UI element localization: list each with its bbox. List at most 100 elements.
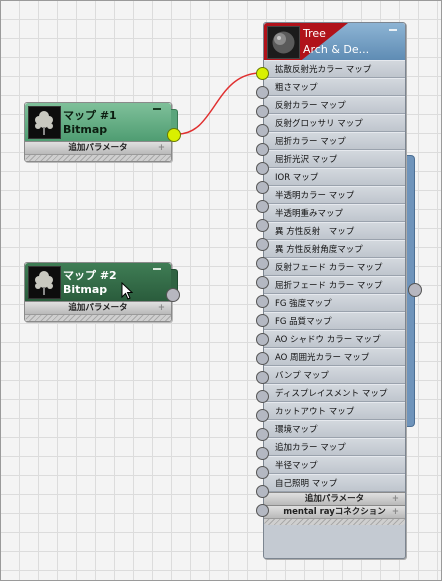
minimize-icon[interactable] [389,29,397,31]
material-slot[interactable]: 追加カラー マップ [264,438,405,456]
material-slot-input-socket[interactable] [256,428,269,441]
mouse-cursor-icon [121,282,133,300]
material-slot-list: 拡散反射光カラー マップ粗さマップ反射カラー マップ反射グロッサリ マップ屈折カ… [264,60,405,492]
params-label: 追加パラメータ [304,494,365,504]
sphere-thumbnail-icon [267,26,300,59]
material-slot[interactable]: 自己照明 マップ [264,474,405,492]
material-slot-input-socket[interactable] [256,466,269,479]
material-params-rollout[interactable]: 追加パラメータ + [264,492,405,505]
material-slot[interactable]: 屈折光沢 マップ [264,150,405,168]
material-slot[interactable]: 反射カラー マップ [264,96,405,114]
material-slot-label: 半透明重みマップ [275,209,344,219]
mentalray-connection-rollout[interactable]: mental rayコネクション + [264,505,405,518]
material-slot[interactable]: 半透明カラー マップ [264,186,405,204]
material-slot-input-socket[interactable] [256,504,269,517]
material-slot[interactable]: バンプ マップ [264,366,405,384]
material-slot-label: FG 強度マップ [275,299,332,309]
material-slot-label: AO シャドウ カラー マップ [275,335,381,345]
minimize-icon[interactable] [153,268,161,270]
material-slot-input-socket[interactable] [256,238,269,251]
resize-grip[interactable] [264,518,405,525]
material-slot-label: 半径マップ [275,461,318,471]
material-slot[interactable]: IOR マップ [264,168,405,186]
material-slot-label: 粗さマップ [275,83,318,93]
material-slot[interactable]: 反射グロッサリ マップ [264,114,405,132]
expand-plus-icon[interactable]: + [157,143,165,153]
material-slot-input-socket[interactable] [256,181,269,194]
material-slot[interactable]: 粗さマップ [264,78,405,96]
material-slot-input-socket[interactable] [256,295,269,308]
material-slot-label: 拡散反射光カラー マップ [275,65,372,75]
tree-thumbnail-icon [28,106,61,139]
minimize-icon[interactable] [153,108,161,110]
material-slot-input-socket[interactable] [256,352,269,365]
material-slot-label: FG 品質マップ [275,317,332,327]
material-slot-label: 環境マップ [275,425,318,435]
material-slot-input-socket[interactable] [256,143,269,156]
material-slot-label: バンプ マップ [275,371,329,381]
resize-grip[interactable] [25,314,171,321]
material-slot[interactable]: ディスプレイスメント マップ [264,384,405,402]
material-slot[interactable]: 屈折カラー マップ [264,132,405,150]
material-slot[interactable]: 半径マップ [264,456,405,474]
material-slot-input-socket[interactable] [256,371,269,384]
map-node-1[interactable]: マップ #1 Bitmap 追加パラメータ + [24,102,178,162]
map-node-2-header[interactable]: マップ #2 Bitmap [25,263,171,301]
material-slot-input-socket[interactable] [256,162,269,175]
material-slot-input-socket[interactable] [256,200,269,213]
material-slot-label: カットアウト マップ [275,407,355,417]
material-slot-input-socket[interactable] [256,86,269,99]
material-slot-input-socket[interactable] [256,276,269,289]
map-node-2[interactable]: マップ #2 Bitmap 追加パラメータ + [24,262,178,322]
map-node-1-type: Bitmap [63,123,108,136]
params-label: 追加パラメータ [68,303,128,313]
material-slot-input-socket[interactable] [256,390,269,403]
material-slot-label: 半透明カラー マップ [275,191,355,201]
map-node-1-title: マップ #1 [63,109,117,122]
material-slot[interactable]: AO シャドウ カラー マップ [264,330,405,348]
material-slot-label: IOR マップ [275,173,319,183]
material-slot-input-socket[interactable] [256,314,269,327]
material-slot-label: 屈折光沢 マップ [275,155,338,165]
material-slot-input-socket[interactable] [256,219,269,232]
map-node-2-params-rollout[interactable]: 追加パラメータ + [25,301,171,314]
expand-plus-icon[interactable]: + [391,507,399,517]
material-slot[interactable]: 反射フェード カラー マップ [264,258,405,276]
material-slot-input-socket[interactable] [256,67,269,80]
expand-plus-icon[interactable]: + [157,303,165,313]
material-slot-input-socket[interactable] [256,333,269,346]
material-slot[interactable]: 異 方性反射角度マップ [264,240,405,258]
map-node-1-header[interactable]: マップ #1 Bitmap [25,103,171,141]
material-slot-input-socket[interactable] [256,447,269,460]
map-node-1-params-rollout[interactable]: 追加パラメータ + [25,141,171,154]
material-node-header[interactable]: Tree Arch & De... [264,23,405,60]
material-slot-input-socket[interactable] [256,105,269,118]
material-slot[interactable]: 拡散反射光カラー マップ [264,60,405,78]
resize-grip[interactable] [25,154,171,161]
material-slot[interactable]: 異 方性反射 マップ [264,222,405,240]
material-slot[interactable]: FG 強度マップ [264,294,405,312]
material-output-socket[interactable] [408,283,422,297]
material-slot-label: 異 方性反射 マップ [275,227,355,237]
material-slot-label: AO 周囲光カラー マップ [275,353,370,363]
expand-plus-icon[interactable]: + [391,494,399,504]
material-slot[interactable]: AO 周囲光カラー マップ [264,348,405,366]
material-slot[interactable]: 環境マップ [264,420,405,438]
material-slot-input-socket[interactable] [256,257,269,270]
material-node[interactable]: Tree Arch & De... 拡散反射光カラー マップ粗さマップ反射カラー… [263,22,406,559]
material-slot[interactable]: FG 品質マップ [264,312,405,330]
map-node-2-type: Bitmap [63,283,108,296]
material-slot-label: 自己照明 マップ [275,479,338,489]
material-slot[interactable]: 屈折フェード カラー マップ [264,276,405,294]
map-node-1-output-socket[interactable] [167,128,181,142]
material-slot-input-socket[interactable] [256,409,269,422]
map-node-2-title: マップ #2 [63,269,117,282]
material-slot-label: 反射グロッサリ マップ [275,119,363,129]
material-slot-input-socket[interactable] [256,485,269,498]
material-slot-label: 反射フェード カラー マップ [275,263,383,273]
material-slot-input-socket[interactable] [256,124,269,137]
material-slot[interactable]: カットアウト マップ [264,402,405,420]
map-node-2-output-socket[interactable] [166,288,180,302]
material-slot[interactable]: 半透明重みマップ [264,204,405,222]
